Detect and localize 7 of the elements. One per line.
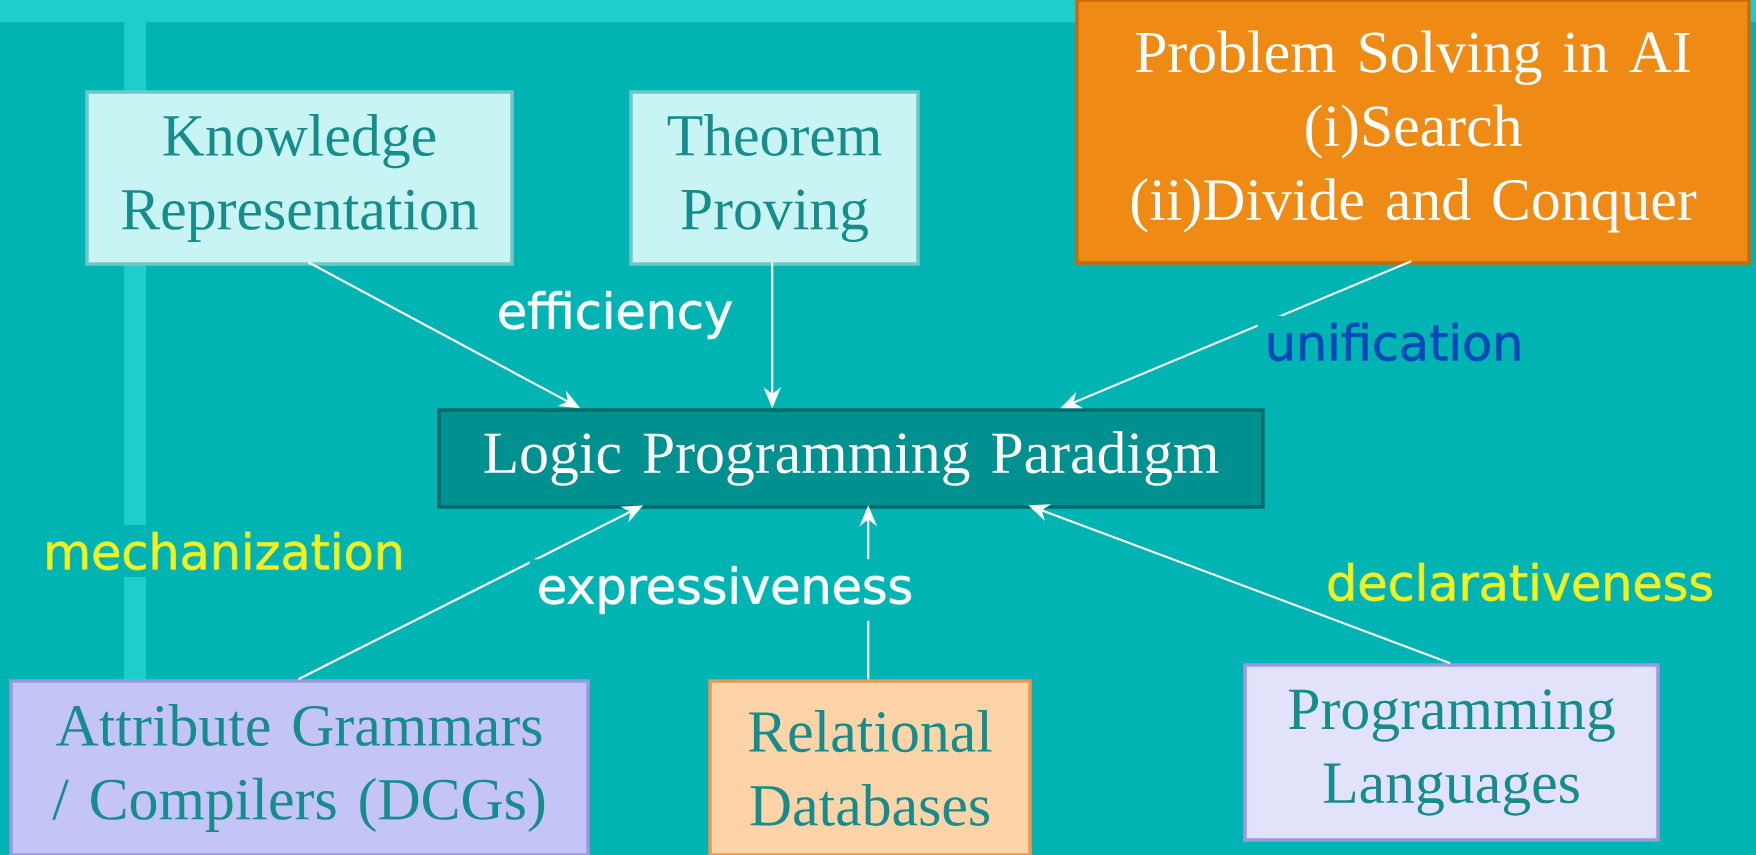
concept-box: Attribute Grammars / Compilers (DCGs) [9, 679, 590, 855]
concept-box: Problem Solving in AI (i)Search (ii)Divide and Conquer [1075, 0, 1751, 265]
concept-box: Programming Languages [1243, 663, 1660, 842]
concept-box: Knowledge Representation [85, 90, 514, 266]
central-box: Logic Programming Paradigm [437, 408, 1265, 509]
concept-box: Relational Databases [708, 679, 1032, 855]
concept-box: Theorem Proving [629, 90, 920, 266]
